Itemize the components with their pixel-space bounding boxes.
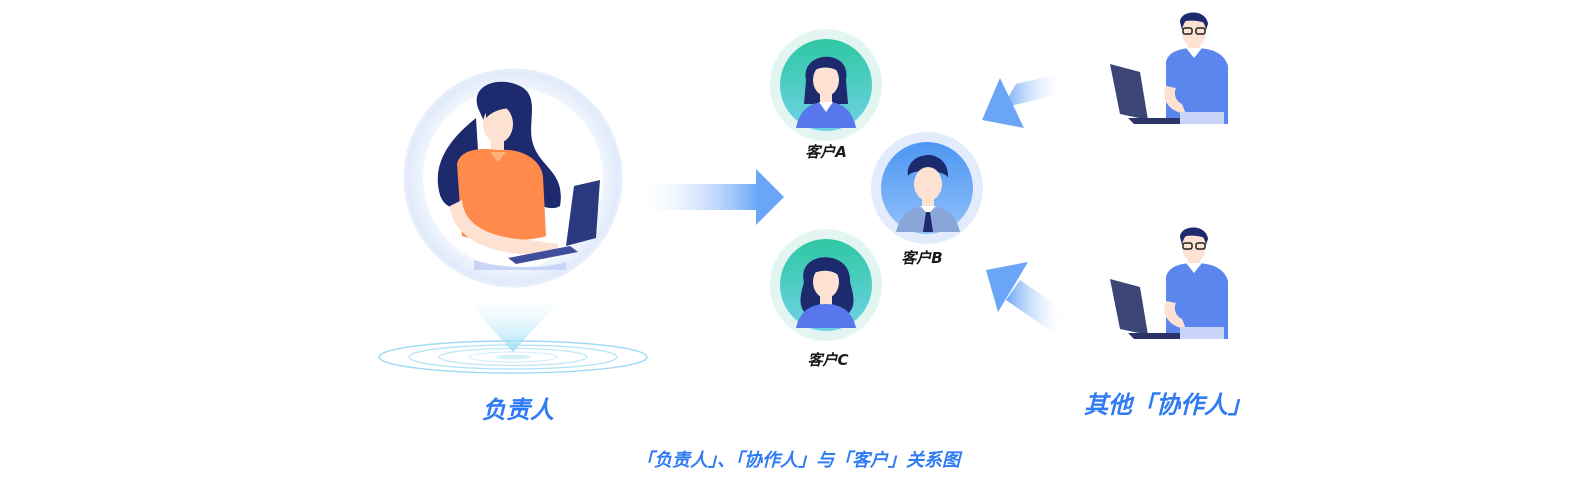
customer-avatar-icon <box>896 154 960 232</box>
customer-c-label: 客户C <box>807 351 849 369</box>
collaborators-label: 其他「协作人」 <box>1084 391 1252 419</box>
customer-avatar-icon <box>796 56 856 128</box>
diagram-caption: 「负责人」、「协作人」与「客户」关系图 <box>636 450 960 471</box>
owner-figure <box>378 68 648 374</box>
customer-a-label: 客户A <box>805 143 847 161</box>
owner-light-beam <box>462 296 564 352</box>
collaborator-top-figure <box>1110 12 1228 124</box>
woman-at-laptop-icon <box>437 81 600 270</box>
customer-b-label: 客户B <box>901 249 943 267</box>
owner-label: 负责人 <box>482 396 554 424</box>
customer-a-avatar <box>770 29 882 141</box>
man-at-laptop-icon <box>1110 12 1228 124</box>
collaborator-bottom-arrow <box>986 262 1066 332</box>
man-at-laptop-icon <box>1110 227 1228 339</box>
customer-b-avatar <box>871 132 983 244</box>
collaborator-bottom-figure <box>1110 227 1228 339</box>
collaborator-top-arrow <box>982 72 1066 128</box>
owner-to-customers-arrow <box>636 169 784 225</box>
customer-c-avatar <box>770 229 882 341</box>
customer-avatar-icon <box>796 257 856 328</box>
